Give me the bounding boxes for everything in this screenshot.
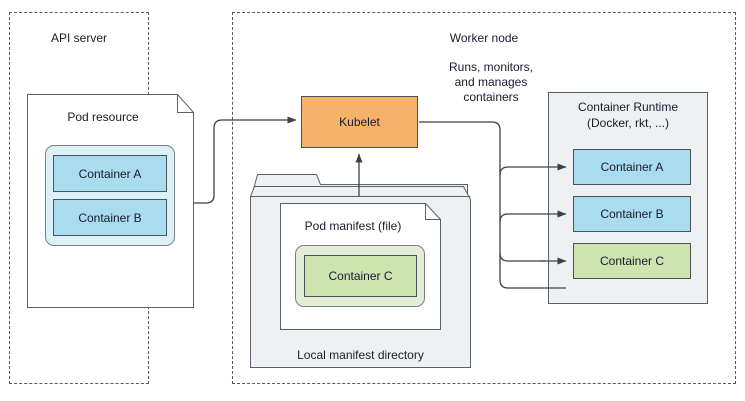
pod-resource-label: Pod resource bbox=[67, 110, 139, 124]
kubelet-to-runtime-label-line-1: Runs, monitors, bbox=[448, 60, 534, 74]
container-runtime-title-line-1: Container Runtime bbox=[577, 100, 679, 114]
pod-manifest-container-c: Container C bbox=[304, 255, 417, 297]
kubelet-box: Kubelet bbox=[301, 96, 418, 148]
runtime-container-b: Container B bbox=[573, 196, 691, 232]
kubelet-to-runtime-label-line-2: and manages bbox=[454, 75, 528, 89]
runtime-container-a: Container A bbox=[573, 149, 691, 185]
pod-resource-container-b: Container B bbox=[53, 199, 167, 236]
runtime-container-c: Container C bbox=[573, 243, 691, 279]
container-runtime-title-line-2: (Docker, rkt, ...) bbox=[586, 116, 669, 130]
zone-worker-node-title: Worker node bbox=[449, 31, 519, 45]
kubelet-to-runtime-label-line-3: containers bbox=[463, 90, 519, 104]
zone-api-server-title: API server bbox=[50, 31, 107, 45]
pod-resource-container-a: Container A bbox=[53, 155, 167, 192]
local-manifest-directory-label: Local manifest directory bbox=[297, 348, 424, 362]
pod-manifest-label: Pod manifest (file) bbox=[304, 219, 402, 233]
kubelet-to-runtime-label: Runs, monitors, and manages containers bbox=[412, 60, 570, 105]
